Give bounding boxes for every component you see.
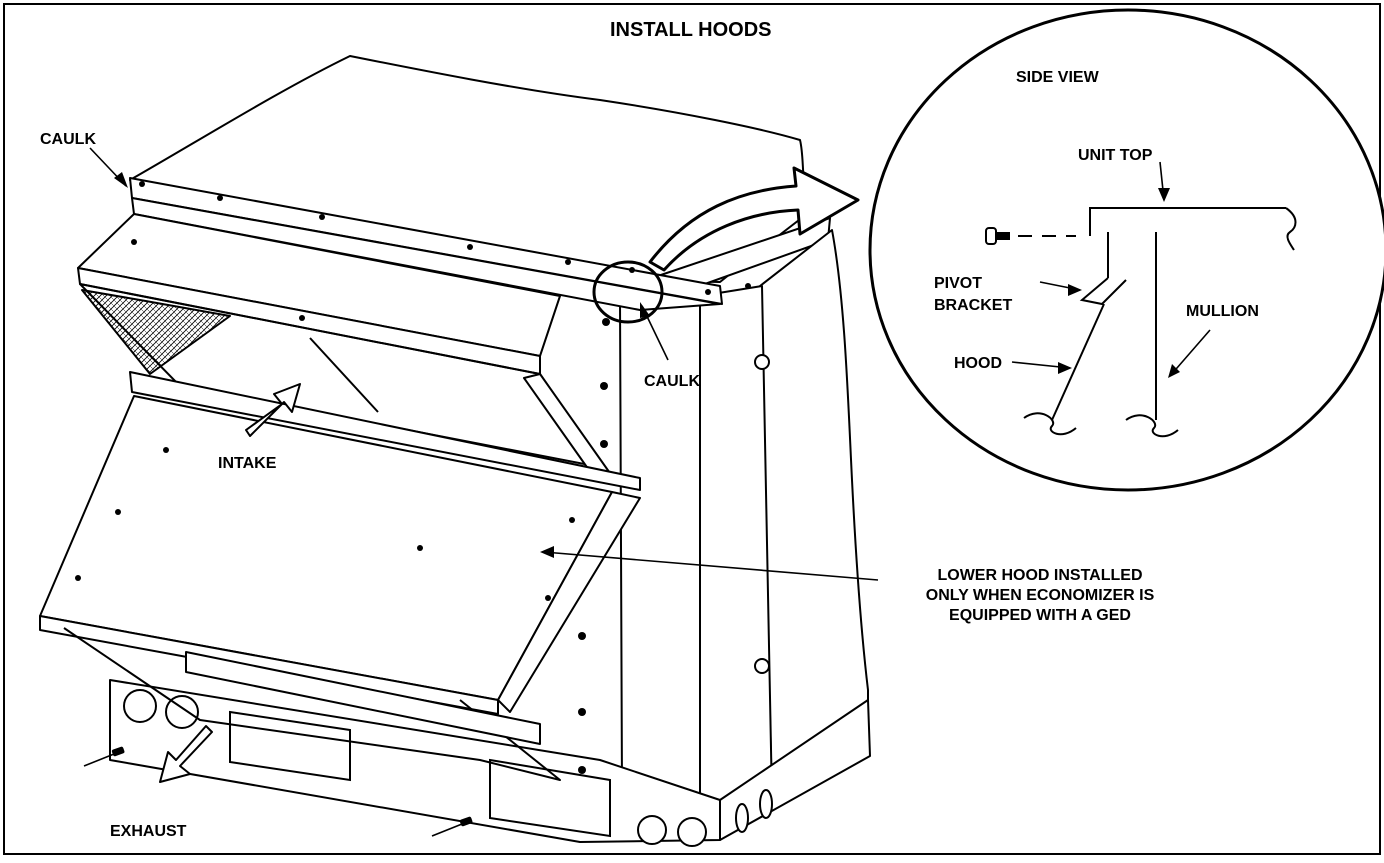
lower-hood-lip	[39, 615, 499, 715]
knockout-hole	[165, 695, 199, 729]
caulk-detail-callout	[592, 260, 664, 324]
main-arrowheads	[114, 172, 650, 558]
side-view-arrowheads	[1058, 188, 1180, 378]
lower-hood-screws	[75, 239, 575, 601]
diagram-title: INSTALL HOODS	[610, 19, 771, 41]
exhaust-label: EXHAUST	[110, 823, 187, 840]
lower-hood-note-line2: ONLY WHEN ECONOMIZER IS	[926, 587, 1155, 604]
outer-border	[3, 3, 1381, 855]
base-rail-details	[123, 689, 773, 847]
unit-body	[109, 55, 871, 843]
screw-marks	[111, 746, 473, 827]
intake-arrow	[245, 383, 301, 437]
knockout-hole	[759, 789, 773, 819]
intake-screen	[81, 289, 231, 375]
unit-top-label: UNIT TOP	[1078, 147, 1153, 164]
mullion-break	[1125, 414, 1179, 438]
unit-top-break	[1285, 207, 1297, 251]
damper-rail	[185, 651, 541, 745]
exhaust-arrow	[159, 725, 213, 783]
top-rail-screws	[139, 181, 751, 295]
base-rail-side	[719, 699, 871, 841]
detail-pointer-arrow	[648, 166, 860, 272]
unit-top-surface	[129, 55, 813, 283]
base-slot	[489, 758, 611, 838]
knockout-hole	[637, 815, 667, 845]
lower-hood-note-line1: LOWER HOOD INSTALLED	[937, 567, 1142, 584]
hood-break	[1023, 412, 1077, 436]
knockout-hole	[677, 817, 707, 847]
mullion-label: MULLION	[1186, 303, 1259, 320]
caulk-label-right: CAULK	[644, 373, 700, 390]
pivot-bracket	[1079, 277, 1127, 306]
unit-top-line	[1089, 207, 1286, 236]
side-screws	[578, 318, 770, 774]
lower-hood-note-line3: EQUIPPED WITH A GED	[949, 607, 1131, 624]
knockout-hole	[735, 803, 749, 833]
pivot-label-line1: PIVOT	[934, 275, 982, 292]
screw-icon	[985, 227, 1010, 245]
side-view-title: SIDE VIEW	[1016, 69, 1100, 86]
pivot-label-line2: BRACKET	[934, 297, 1012, 314]
lower-hood-bracket	[63, 627, 561, 781]
caulk-label-left: CAULK	[40, 131, 96, 148]
side-view-circle	[868, 8, 1384, 492]
side-view-detail: SIDE VIEW UNIT TOP PIVOT BRACKET MULLION…	[868, 8, 1384, 492]
hood-line	[1051, 303, 1105, 421]
lower-hood	[39, 395, 641, 781]
intake-label: INTAKE	[218, 455, 277, 472]
upper-hood-lower-rail	[129, 371, 641, 491]
hood-label: HOOD	[954, 355, 1002, 372]
right-side-panel	[759, 229, 869, 801]
upper-hood	[77, 213, 641, 491]
lower-hood-side	[497, 491, 641, 713]
knockout-hole	[123, 689, 157, 723]
